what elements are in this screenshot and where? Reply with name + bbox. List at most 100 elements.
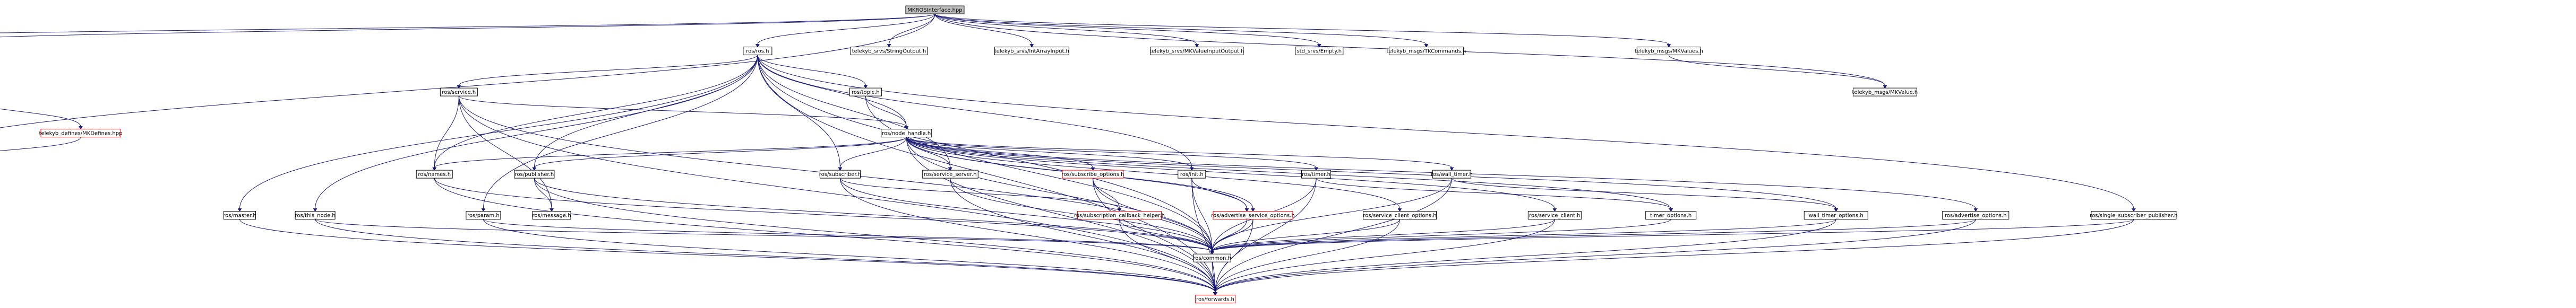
node-mkdefines[interactable]: telekyb_defines/MKDefines.hpp bbox=[39, 129, 123, 138]
node-label: wall_timer_options.h bbox=[1809, 213, 1864, 219]
node-adv_srv_opts[interactable]: ros/advertise_service_options.h bbox=[1211, 211, 1295, 220]
edge-line bbox=[757, 55, 951, 168]
node-label: std_srvs/Empty.h bbox=[1296, 49, 1342, 55]
node-adv_opts[interactable]: ros/advertise_options.h bbox=[1942, 211, 2010, 220]
edge-line bbox=[0, 108, 81, 127]
node-box bbox=[440, 87, 478, 96]
edge-line bbox=[315, 55, 758, 209]
edge-line bbox=[483, 219, 1216, 293]
node-box bbox=[2091, 211, 2177, 220]
node-label: ros/subscriber.h bbox=[819, 172, 861, 178]
node-param[interactable]: ros/param.h bbox=[466, 211, 501, 220]
edge-mkdefines-to-tk_defines bbox=[0, 137, 81, 151]
edge-node_handle-to-subscriber bbox=[838, 137, 907, 171]
node-msgs_tk[interactable]: telekyb_msgs/TKCommands.h bbox=[1386, 47, 1466, 56]
node-service[interactable]: ros/service.h bbox=[440, 87, 478, 96]
node-box bbox=[466, 211, 501, 220]
edge-arrowhead bbox=[1317, 44, 1321, 48]
node-box bbox=[881, 129, 932, 138]
node-sub_cb_helper[interactable]: ros/subscription_callback_helper.h bbox=[1074, 211, 1165, 220]
edge-line bbox=[434, 137, 907, 168]
edge-line bbox=[1212, 219, 1671, 252]
node-master[interactable]: ros/master.h bbox=[223, 211, 256, 220]
node-timer_opts[interactable]: timer_options.h bbox=[1645, 211, 1697, 220]
node-label: ros/timer.h bbox=[1302, 172, 1330, 178]
node-box bbox=[1432, 170, 1471, 179]
node-label: ros/node_handle.h bbox=[882, 131, 931, 137]
edge-line bbox=[0, 13, 935, 33]
node-topic[interactable]: ros/topic.h bbox=[849, 87, 882, 96]
edge-line bbox=[1119, 219, 1213, 252]
edge-line bbox=[1212, 219, 1836, 252]
edge-line bbox=[458, 55, 758, 86]
node-timer[interactable]: ros/timer.h bbox=[1301, 170, 1332, 179]
edge-line bbox=[458, 96, 1216, 293]
edge-line bbox=[839, 137, 907, 168]
edge-line bbox=[1215, 178, 1452, 293]
node-srv_client_opts[interactable]: ros/service_client_options.h bbox=[1362, 211, 1437, 220]
node-box bbox=[1636, 47, 1701, 56]
node-msgs_mkvalue[interactable]: telekyb_msgs/MKValue.h bbox=[1852, 87, 1918, 96]
edge-arrowhead bbox=[1883, 85, 1887, 89]
node-box bbox=[1178, 170, 1206, 179]
node-srv_client[interactable]: ros/service_client.h bbox=[1527, 211, 1582, 220]
edge-line bbox=[1093, 178, 1120, 209]
node-label: ros/message.h bbox=[533, 213, 571, 219]
edge-line bbox=[1191, 178, 1216, 293]
node-box bbox=[1301, 170, 1332, 179]
node-this_node[interactable]: ros/this_node.h bbox=[295, 211, 336, 220]
edge-param-to-common bbox=[483, 219, 1215, 255]
edge-wall_timer-to-wall_timer_opts bbox=[1451, 178, 1839, 212]
edge-line bbox=[434, 96, 459, 168]
node-srvs_mkvalue[interactable]: telekyb_srvs/MKValueInputOutput.h bbox=[1149, 47, 1244, 56]
edge-root-to-msgs_tk bbox=[934, 13, 1429, 48]
node-box bbox=[1388, 47, 1464, 56]
edge-arrowhead bbox=[1834, 208, 1839, 212]
node-message[interactable]: ros/message.h bbox=[533, 211, 571, 220]
edge-arrowhead bbox=[1449, 167, 1454, 171]
node-wall_timer_opts[interactable]: wall_timer_options.h bbox=[1804, 211, 1868, 220]
edge-line bbox=[1191, 178, 1247, 209]
node-single_sub_pub[interactable]: ros/single_subscriber_publisher.h bbox=[2090, 211, 2178, 220]
edge-node_handle-to-srv_client bbox=[906, 137, 1557, 212]
node-label: ros/wall_timer.h bbox=[1431, 172, 1473, 178]
edge-ros_h-to-node_handle bbox=[757, 55, 909, 130]
edge-arrowhead bbox=[838, 167, 843, 171]
edge-arrowhead bbox=[532, 167, 537, 171]
node-init[interactable]: ros/init.h bbox=[1178, 170, 1206, 179]
node-label: telekyb_msgs/TKCommands.h bbox=[1386, 49, 1466, 55]
edge-line bbox=[934, 13, 1427, 45]
node-box bbox=[922, 170, 978, 179]
edge-line bbox=[865, 96, 1213, 252]
edge-line bbox=[483, 219, 1213, 252]
node-node_handle[interactable]: ros/node_handle.h bbox=[881, 129, 932, 138]
node-service_server[interactable]: ros/service_server.h bbox=[922, 170, 978, 179]
node-common[interactable]: ros/common.h bbox=[1193, 253, 1231, 262]
node-msgs_mkvalues[interactable]: telekyb_msgs/MKValues.h bbox=[1635, 47, 1703, 56]
edge-line bbox=[1212, 219, 1400, 252]
node-wall_timer[interactable]: ros/wall_timer.h bbox=[1431, 170, 1473, 179]
node-publisher[interactable]: ros/publisher.h bbox=[514, 170, 555, 179]
edge-adv_opts-to-forwards bbox=[1213, 219, 1976, 296]
edge-node_handle-to-srv_client_opts bbox=[906, 137, 1402, 212]
edge-line bbox=[757, 55, 1192, 168]
node-srvs_intarray[interactable]: telekyb_srvs/IntArrayInput.h bbox=[994, 47, 1069, 56]
edge-line bbox=[839, 178, 1213, 252]
node-ros_h[interactable]: ros/ros.h bbox=[743, 47, 772, 56]
edges-layer bbox=[0, 13, 2136, 296]
node-std_empty[interactable]: std_srvs/Empty.h bbox=[1295, 47, 1344, 56]
edge-arrowhead bbox=[904, 126, 909, 130]
node-names[interactable]: ros/names.h bbox=[416, 170, 453, 179]
edge-node_handle-to-wall_timer bbox=[906, 137, 1454, 171]
node-label: MKROSInterface.hpp bbox=[907, 7, 962, 13]
node-forwards[interactable]: ros/forwards.h bbox=[1195, 295, 1235, 304]
edge-line bbox=[0, 13, 935, 38]
edge-ros_h-to-param bbox=[481, 55, 758, 212]
node-subscriber[interactable]: ros/subscriber.h bbox=[819, 170, 861, 179]
node-srvs_string[interactable]: telekyb_srvs/StringOutput.h bbox=[850, 47, 928, 56]
node-label: ros/service.h bbox=[442, 90, 476, 95]
edge-node_handle-to-publisher bbox=[532, 137, 907, 171]
edge-ros_h-to-common bbox=[757, 55, 1215, 255]
node-subscribe_options[interactable]: ros/subscribe_options.h bbox=[1062, 170, 1124, 179]
node-label: ros/names.h bbox=[418, 172, 451, 178]
